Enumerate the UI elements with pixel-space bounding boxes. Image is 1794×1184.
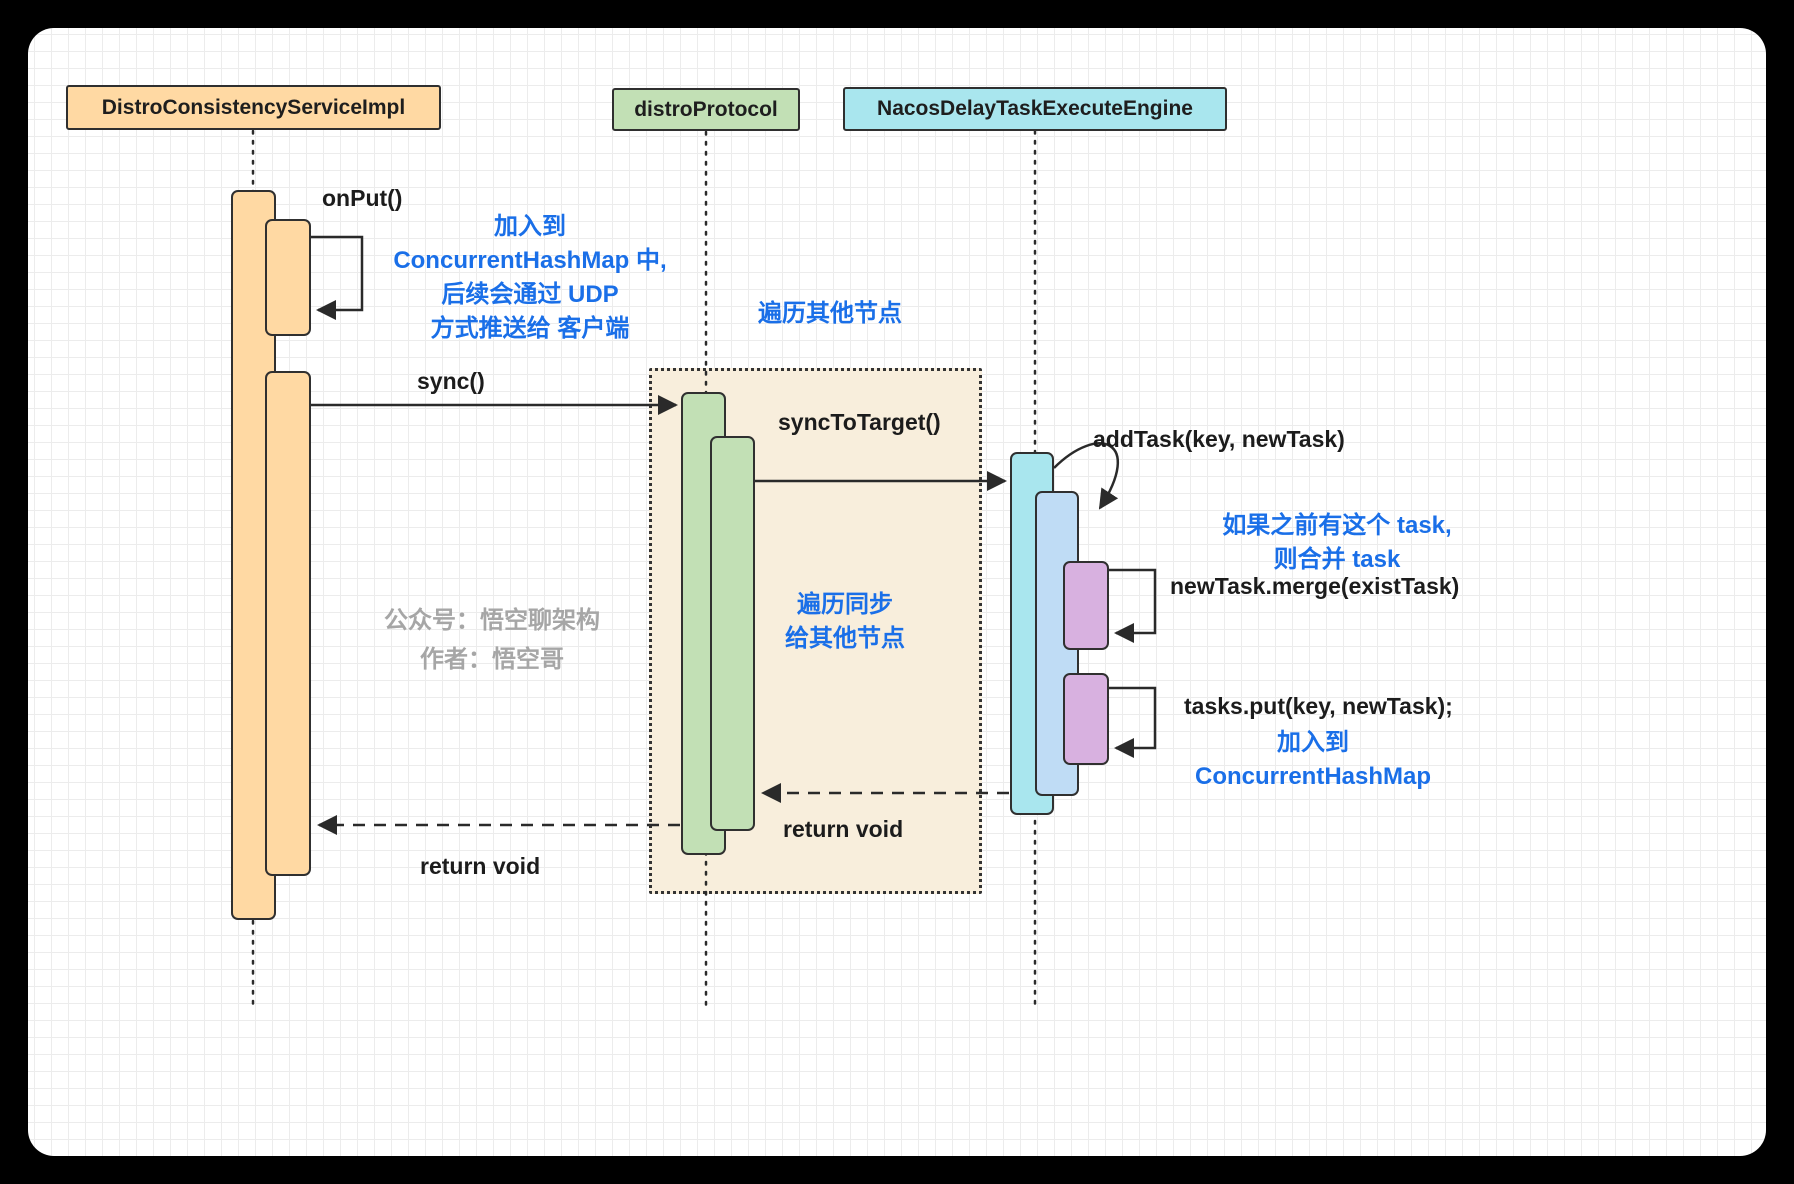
actor-label: NacosDelayTaskExecuteEngine [877,97,1193,120]
message-label-return-void-impl: return void [420,853,541,879]
note-traverse-sync: 遍历同步 给其他节点 [770,588,920,656]
note-concurrent-hashmap-udp: 加入到 ConcurrentHashMap 中, 后续会通过 UDP 方式推送给… [370,210,690,346]
note-line: ConcurrentHashMap [1194,763,1432,790]
activation-impl-onput [265,219,311,336]
note-traverse-other-nodes: 遍历其他节点 [745,297,915,331]
activation-task-put [1063,673,1109,765]
note-line: ConcurrentHashMap 中, [393,247,667,274]
message-label-merge: newTask.merge(existTask) [1170,573,1460,599]
message-label-sync-to-target: syncToTarget() [778,409,941,435]
message-label-return-void-protocol: return void [783,816,904,842]
activation-impl-sync [265,371,311,876]
activation-proto-inner [710,436,755,831]
watermark: 公众号：悟空聊架构 作者：悟空哥 [357,601,627,679]
message-label-onput: onPut() [322,185,403,211]
watermark-line: 作者：悟空哥 [420,646,564,673]
actor-distro-protocol: distroProtocol [612,88,800,131]
watermark-line: 公众号：悟空聊架构 [384,607,600,634]
message-label-tasks-put: tasks.put(key, newTask); [1184,693,1453,719]
actor-label: DistroConsistencyServiceImpl [101,95,406,119]
note-line: 如果之前有这个 task, [1222,512,1452,539]
note-merge-existing-task: 如果之前有这个 task, 则合并 task [1167,509,1507,577]
note-line: 方式推送给 客户端 [430,315,630,342]
note-line: 遍历同步 [797,591,893,618]
activation-task-merge [1063,561,1109,650]
message-label-addtask: addTask(key, newTask) [1093,426,1345,452]
note-line: 加入到 [1277,729,1349,756]
actor-distro-consistency-service-impl: DistroConsistencyServiceImpl [66,85,441,130]
note-line: 遍历其他节点 [758,300,902,327]
actor-label: distroProtocol [634,97,778,121]
note-put-into-hashmap: 加入到 ConcurrentHashMap [1178,726,1448,794]
note-line: 则合并 task [1273,546,1401,573]
message-label-sync: sync() [417,368,485,394]
actor-nacos-delay-task-execute-engine: NacosDelayTaskExecuteEngine [843,87,1227,131]
note-line: 给其他节点 [785,625,905,652]
note-line: 后续会通过 UDP [441,281,619,308]
note-line: 加入到 [494,213,566,240]
